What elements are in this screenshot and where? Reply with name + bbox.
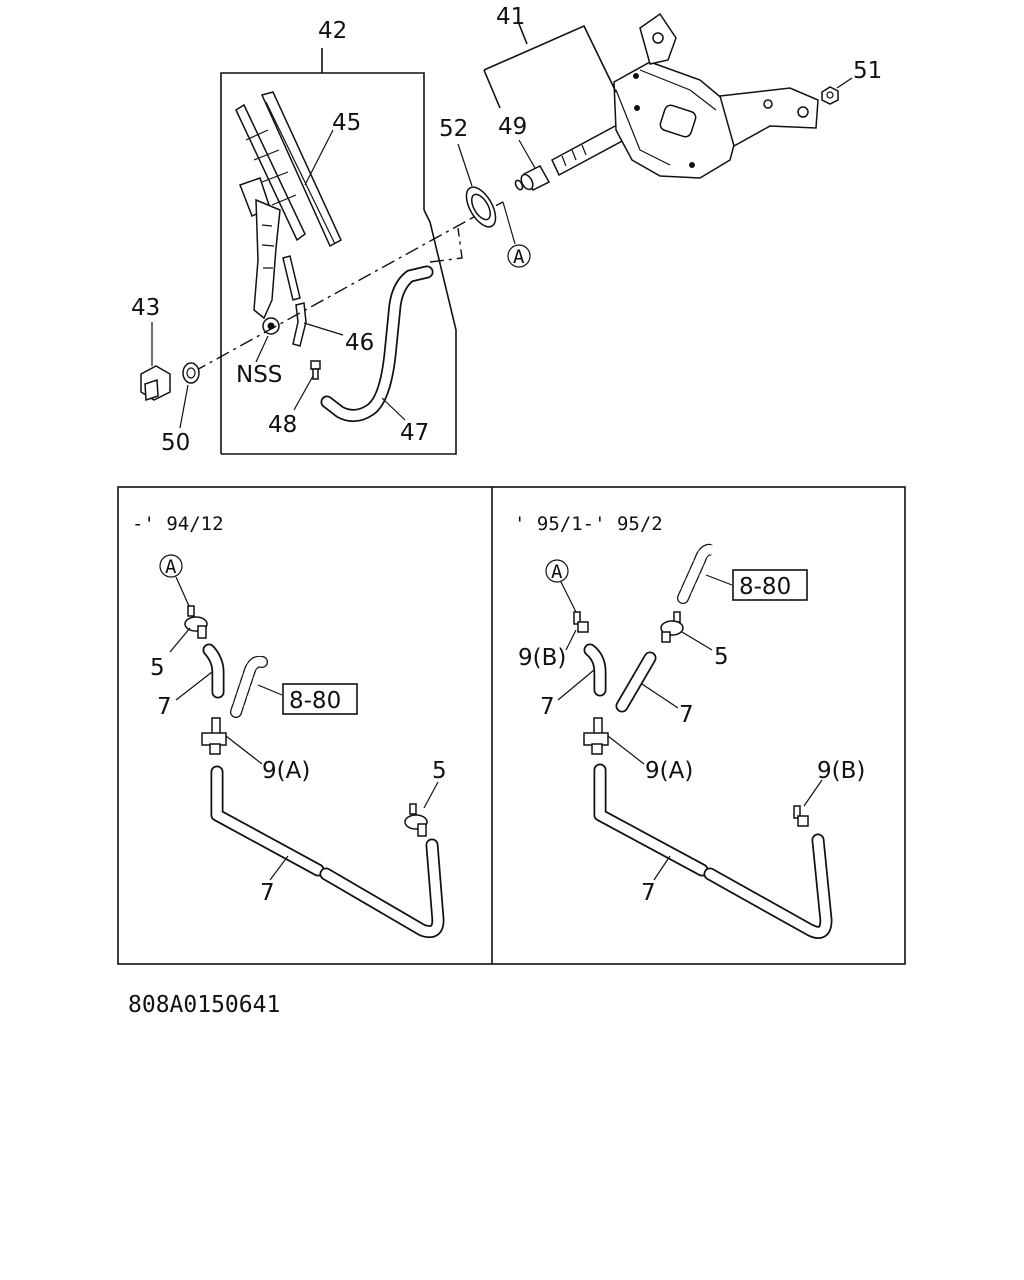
callout-48: 48 bbox=[268, 412, 297, 438]
panel-right-ref-a: A bbox=[551, 561, 563, 583]
callout-51: 51 bbox=[853, 58, 882, 84]
panel-left-range: -' 94/12 bbox=[132, 513, 224, 535]
callout-41: 41 bbox=[496, 4, 525, 30]
wiper-arm bbox=[253, 198, 281, 335]
panel-right-callout-7-left: 7 bbox=[540, 694, 555, 720]
panel-left-leader-9a bbox=[225, 735, 263, 765]
panel-right-tee-connector bbox=[583, 717, 609, 755]
leader-45 bbox=[304, 129, 334, 186]
panel-left-ref-box-label: 8-80 bbox=[289, 688, 341, 714]
drawing-number: 808A0150641 bbox=[128, 992, 280, 1018]
part-41-motor bbox=[551, 12, 819, 179]
panel-right-ref-box bbox=[732, 569, 808, 601]
panel-left-check-valve-top bbox=[184, 605, 208, 639]
panel-left-callout-5-right: 5 bbox=[432, 758, 447, 784]
callout-49: 49 bbox=[498, 114, 527, 140]
panel-right-range: ' 95/1-' 95/2 bbox=[514, 513, 663, 535]
panel-right-check-valve bbox=[660, 611, 684, 643]
leader-41-bracket bbox=[483, 24, 617, 93]
panel-left-callout-9a: 9(A) bbox=[262, 758, 310, 784]
panel-right-callout-9b-right: 9(B) bbox=[817, 758, 865, 784]
panel-left-leader-7-top bbox=[175, 671, 213, 701]
panel-right-leader-5 bbox=[681, 631, 713, 651]
part-52-grommet bbox=[465, 186, 497, 228]
leader-48 bbox=[293, 375, 314, 411]
panel-left-callout-5-top: 5 bbox=[150, 655, 165, 681]
panel-left-tee-connector bbox=[201, 717, 227, 755]
panel-left-ref-a-circle bbox=[159, 554, 183, 578]
callout-42: 42 bbox=[318, 18, 347, 44]
panel-left-callout-7-bottom: 7 bbox=[260, 880, 275, 906]
leader-47 bbox=[381, 397, 406, 421]
panel-left-94-12: -' 94/12 A 5 7 8-80 9(A) bbox=[132, 513, 447, 939]
panel-right-ref-a-circle bbox=[545, 559, 569, 583]
panel-left-leader-5-top bbox=[169, 627, 191, 653]
panel-right-fitting-9b-top bbox=[573, 611, 589, 633]
panel-right-leader-7-bottom bbox=[653, 855, 671, 881]
wiper-assembly-top: 42 45 46 NSS bbox=[131, 4, 882, 456]
panel-right-leader-7-mid bbox=[641, 683, 679, 709]
panel-left-check-valve-right bbox=[404, 803, 428, 837]
panel-right-callout-5: 5 bbox=[714, 644, 729, 670]
ref-a-label: A bbox=[513, 246, 525, 268]
panel-right-leader-7-left bbox=[557, 669, 595, 701]
panel-right-leader-9a bbox=[607, 735, 645, 765]
callout-50: 50 bbox=[161, 430, 190, 456]
leader-52 bbox=[457, 143, 473, 187]
leader-50 bbox=[179, 384, 189, 429]
leader-41-bracket-b bbox=[483, 69, 501, 109]
callout-47: 47 bbox=[400, 420, 429, 446]
part-46-spacer bbox=[282, 255, 307, 347]
callout-52: 52 bbox=[439, 116, 468, 142]
panel-right-callout-9b-top: 9(B) bbox=[518, 645, 566, 671]
panel-right-callout-7-bottom: 7 bbox=[641, 880, 656, 906]
callout-46: 46 bbox=[345, 330, 374, 356]
panel-right-callout-7-mid: 7 bbox=[679, 702, 694, 728]
panel-left-leader-a bbox=[175, 576, 190, 607]
variant-panels-frame bbox=[117, 486, 906, 965]
leader-41 bbox=[518, 23, 528, 45]
panel-left-leader-5-right bbox=[423, 781, 439, 809]
part-51-nut bbox=[821, 86, 839, 105]
panel-left-leader-box bbox=[257, 684, 283, 696]
panel-right-leader-a bbox=[560, 581, 577, 613]
callout-45: 45 bbox=[332, 110, 361, 136]
panel-right-leader-9b-top bbox=[565, 629, 577, 651]
part-49-bushing bbox=[514, 165, 551, 191]
panel-right-fitting-9b-right bbox=[793, 805, 809, 827]
leader-ref-a bbox=[502, 201, 516, 245]
callout-nss: NSS bbox=[236, 362, 282, 388]
panel-left-leader-7-bottom bbox=[269, 855, 289, 881]
panel-right-95-1-95-2: ' 95/1-' 95/2 A 9(B) 7 8-80 5 bbox=[514, 513, 865, 939]
axis-offset bbox=[429, 227, 463, 263]
part-48-screw bbox=[310, 360, 321, 380]
panel-left-ref-a: A bbox=[165, 556, 177, 578]
part-43-cap bbox=[140, 365, 171, 402]
ref-a-circle bbox=[507, 244, 531, 268]
leader-46 bbox=[303, 322, 344, 336]
bracket-42-frame-lower bbox=[221, 209, 457, 455]
callout-43: 43 bbox=[131, 295, 160, 321]
panel-right-leader-9b-right bbox=[803, 779, 823, 807]
leader-49 bbox=[518, 139, 536, 169]
panel-right-leader-box bbox=[705, 574, 733, 586]
panel-right-ref-box-label: 8-80 bbox=[739, 574, 791, 600]
panel-left-callout-7-top: 7 bbox=[157, 694, 172, 720]
wiper-blade bbox=[235, 91, 342, 248]
part-50-nut bbox=[182, 362, 200, 384]
panel-left-ref-box bbox=[282, 683, 358, 715]
leader-nss bbox=[255, 335, 269, 363]
leader-51 bbox=[836, 77, 853, 89]
panel-right-callout-9a: 9(A) bbox=[645, 758, 693, 784]
